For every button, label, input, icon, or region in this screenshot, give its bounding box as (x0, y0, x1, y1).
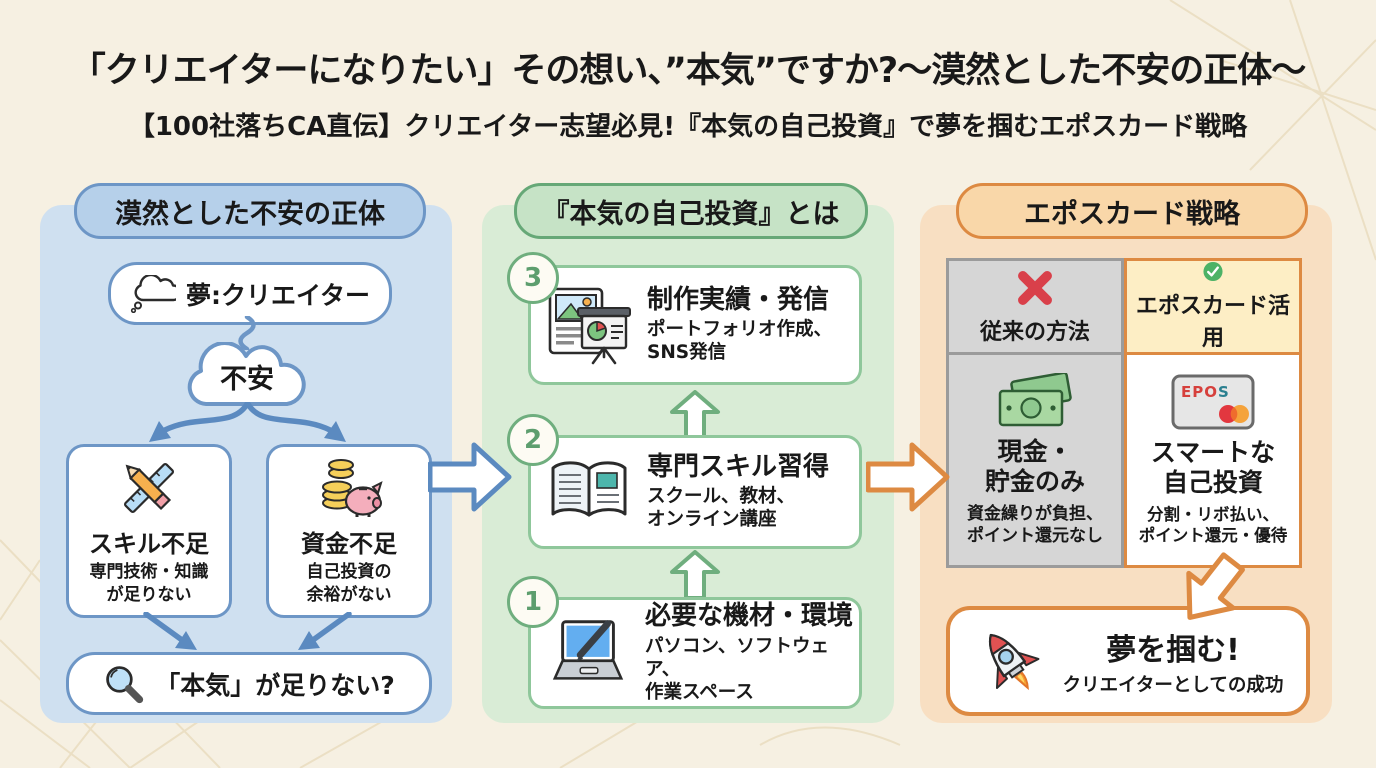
down-arrow-icon (1186, 552, 1245, 620)
step-2-number: 2 (507, 414, 559, 466)
step-box-2: 専門スキル習得 スクール、教材、 オンライン講座 (528, 435, 862, 549)
old-method-label: 従来の方法 (979, 319, 1090, 345)
skill-shortage-title: スキル不足 (89, 530, 209, 559)
anxiety-cloud-label: 不安 (220, 363, 274, 395)
section-header-anxiety-label: 漠然とした不安の正体 (115, 198, 385, 230)
coins-piggy-icon (322, 459, 383, 518)
up-arrow-icon (670, 390, 720, 440)
conclusion-bubble: 「本気」が足りない? (66, 652, 432, 715)
converge-arrows (143, 612, 352, 650)
flow-arrow-orange-icon (866, 442, 950, 512)
rocket-icon (988, 633, 1040, 691)
step-2-desc: スクール、教材、 オンライン講座 (647, 486, 796, 531)
money-shortage-desc: 自己投資の 余裕がない (306, 562, 392, 605)
step-3-desc: ポートフォリオ作成、 SNS発信 (647, 319, 833, 364)
step-2-title: 専門スキル習得 (647, 451, 830, 482)
step-3-number: 3 (507, 252, 559, 304)
dream-bubble: 夢:クリエイター (108, 262, 392, 325)
epos-method-title: スマートな 自己投資 (1150, 437, 1276, 497)
step-3-title: 制作実績・発信 (647, 284, 830, 315)
magnifier-icon (106, 665, 144, 703)
portfolio-presentation-icon (548, 287, 631, 365)
step-box-3: 制作実績・発信 ポートフォリオ作成、 SNS発信 (528, 265, 862, 385)
epos-card-brand-label: EPOS (1181, 382, 1230, 401)
epos-method-header-cell: エポスカード活用 (1124, 258, 1302, 355)
goal-title: 夢を掴む! (1106, 633, 1240, 668)
goal-box: 夢を掴む! クリエイターとしての成功 (946, 606, 1310, 716)
thought-cloud-icon (130, 274, 176, 313)
ruler-pencil-icon (123, 463, 175, 514)
laptop-pen-icon (552, 620, 624, 680)
book-icon (551, 461, 627, 517)
old-method-desc: 資金繰りが負担、 ポイント還元なし (967, 503, 1103, 546)
cash-icon (998, 372, 1072, 427)
branch-arrows (149, 402, 346, 442)
epos-method-desc: 分割・リボ払い、 ポイント還元・優待 (1138, 504, 1288, 545)
section-header-investment: 『本気の自己投資』とは (514, 183, 868, 239)
dream-label: 夢:クリエイター (186, 280, 370, 310)
check-icon (1203, 261, 1223, 282)
step-1-desc: パソコン、ソフトウェア、 作業スペース (645, 635, 829, 703)
skill-shortage-box: スキル不足 専門技術・知識 が足りない (66, 444, 232, 618)
cross-icon (1018, 270, 1052, 305)
money-shortage-box: 資金不足 自己投資の 余裕がない (266, 444, 432, 618)
section-header-investment-label: 『本気の自己投資』とは (542, 198, 840, 230)
skill-shortage-desc: 専門技術・知識 が足りない (89, 562, 209, 605)
money-shortage-title: 資金不足 (301, 530, 397, 559)
old-method-title: 現金・ 貯金のみ (984, 436, 1085, 496)
old-method-header-cell: 従来の方法 (946, 258, 1124, 355)
conclusion-label: 「本気」が足りない? (155, 670, 395, 700)
old-method-body-cell: 現金・ 貯金のみ 資金繰りが負担、 ポイント還元なし (946, 355, 1124, 568)
section-header-epos: エポスカード戦略 (956, 183, 1308, 239)
section-header-epos-label: エポスカード戦略 (1024, 198, 1240, 230)
squiggle-connector (238, 316, 256, 350)
epos-method-label: エポスカード活用 (1135, 294, 1290, 351)
goal-desc: クリエイターとしての成功 (1062, 675, 1284, 696)
step-1-number: 1 (507, 576, 559, 628)
page-subtitle: 【100社落ちCA直伝】クリエイター志望必見!『本気の自己投資』で夢を掴むエポス… (128, 112, 1248, 142)
flow-arrow-blue-icon (428, 442, 512, 512)
up-arrow-icon (670, 550, 720, 600)
step-1-title: 必要な機材・環境 (645, 601, 854, 632)
epos-card-icon: EPOS (1171, 374, 1255, 430)
comparison-table: 従来の方法 エポスカード活用 現金・ 貯金のみ 資金繰りが負担、 ポイント還元な… (946, 258, 1302, 568)
step-box-1: 必要な機材・環境 パソコン、ソフトウェア、 作業スペース (528, 597, 862, 709)
epos-method-body-cell: EPOS スマートな 自己投資 分割・リボ払い、 ポイント還元・優待 (1124, 355, 1302, 568)
section-header-anxiety: 漠然とした不安の正体 (74, 183, 426, 239)
page-title: 「クリエイターになりたい」その想い、”本気”ですか?〜漠然とした不安の正体〜 (70, 51, 1306, 91)
anxiety-cloud-shape (187, 342, 306, 406)
